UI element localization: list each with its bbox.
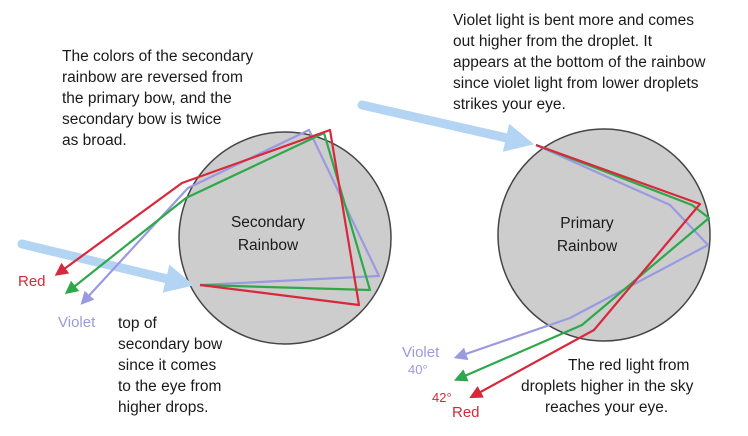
- secondary-bottom-line-2: secondary bow: [118, 336, 223, 353]
- secondary-bottom-note: top of secondary bow since it comes to t…: [118, 315, 223, 416]
- primary-green-path: [453, 143, 711, 382]
- primary-note-line-4: since violet light from lower droplets: [453, 75, 699, 92]
- primary-red-path: [469, 143, 702, 399]
- primary-bottom-line-1: The red light from: [568, 357, 689, 374]
- secondary-note-line-1: The colors of the secondary: [62, 48, 254, 65]
- secondary-bottom-line-5: higher drops.: [118, 399, 208, 416]
- secondary-violet-label: Violet: [58, 314, 96, 331]
- primary-note-line-2: out higher from the droplet. It: [453, 33, 653, 50]
- secondary-center-line-1: Secondary: [231, 214, 305, 231]
- secondary-bottom-line-4: to the eye from: [118, 378, 221, 395]
- primary-center-line-1: Primary: [560, 215, 614, 232]
- secondary-note: The colors of the secondary rainbow are …: [62, 48, 254, 149]
- primary-violet-label: Violet: [402, 344, 440, 361]
- primary-note: Violet light is bent more and comes out …: [453, 12, 706, 113]
- secondary-note-line-4: secondary bow is twice: [62, 111, 221, 128]
- primary-note-line-5: strikes your eye.: [453, 96, 566, 113]
- primary-violet-path: [453, 143, 710, 361]
- primary-droplet-group: Primary Rainbow Violet 40° 42° Red: [357, 100, 711, 421]
- secondary-red-path: [54, 128, 361, 307]
- primary-sunlight-ray: [357, 100, 535, 152]
- primary-bottom-line-2: droplets higher in the sky: [521, 378, 694, 395]
- primary-droplet: [497, 128, 711, 342]
- primary-bottom-note: The red light from droplets higher in th…: [521, 357, 694, 416]
- secondary-note-line-5: as broad.: [62, 132, 127, 149]
- primary-red-label: Red: [452, 404, 480, 421]
- secondary-red-label: Red: [18, 273, 46, 290]
- secondary-sunlight-ray: [17, 239, 195, 293]
- primary-note-line-3: appears at the bottom of the rainbow: [453, 54, 706, 71]
- primary-bottom-line-3: reaches your eye.: [545, 399, 668, 416]
- secondary-violet-path: [80, 128, 381, 305]
- primary-violet-angle: 40°: [408, 362, 428, 377]
- primary-center-line-2: Rainbow: [557, 238, 618, 255]
- secondary-droplet-group: Secondary Rainbow Red Violet: [17, 128, 392, 345]
- primary-red-angle: 42°: [432, 390, 452, 405]
- secondary-bottom-line-1: top of: [118, 315, 157, 332]
- secondary-note-line-2: rainbow are reversed from: [62, 69, 243, 86]
- primary-note-line-1: Violet light is bent more and comes: [453, 12, 694, 29]
- secondary-center-line-2: Rainbow: [238, 237, 299, 254]
- secondary-note-line-3: the primary bow, and the: [62, 90, 232, 107]
- secondary-bottom-line-3: since it comes: [118, 357, 216, 374]
